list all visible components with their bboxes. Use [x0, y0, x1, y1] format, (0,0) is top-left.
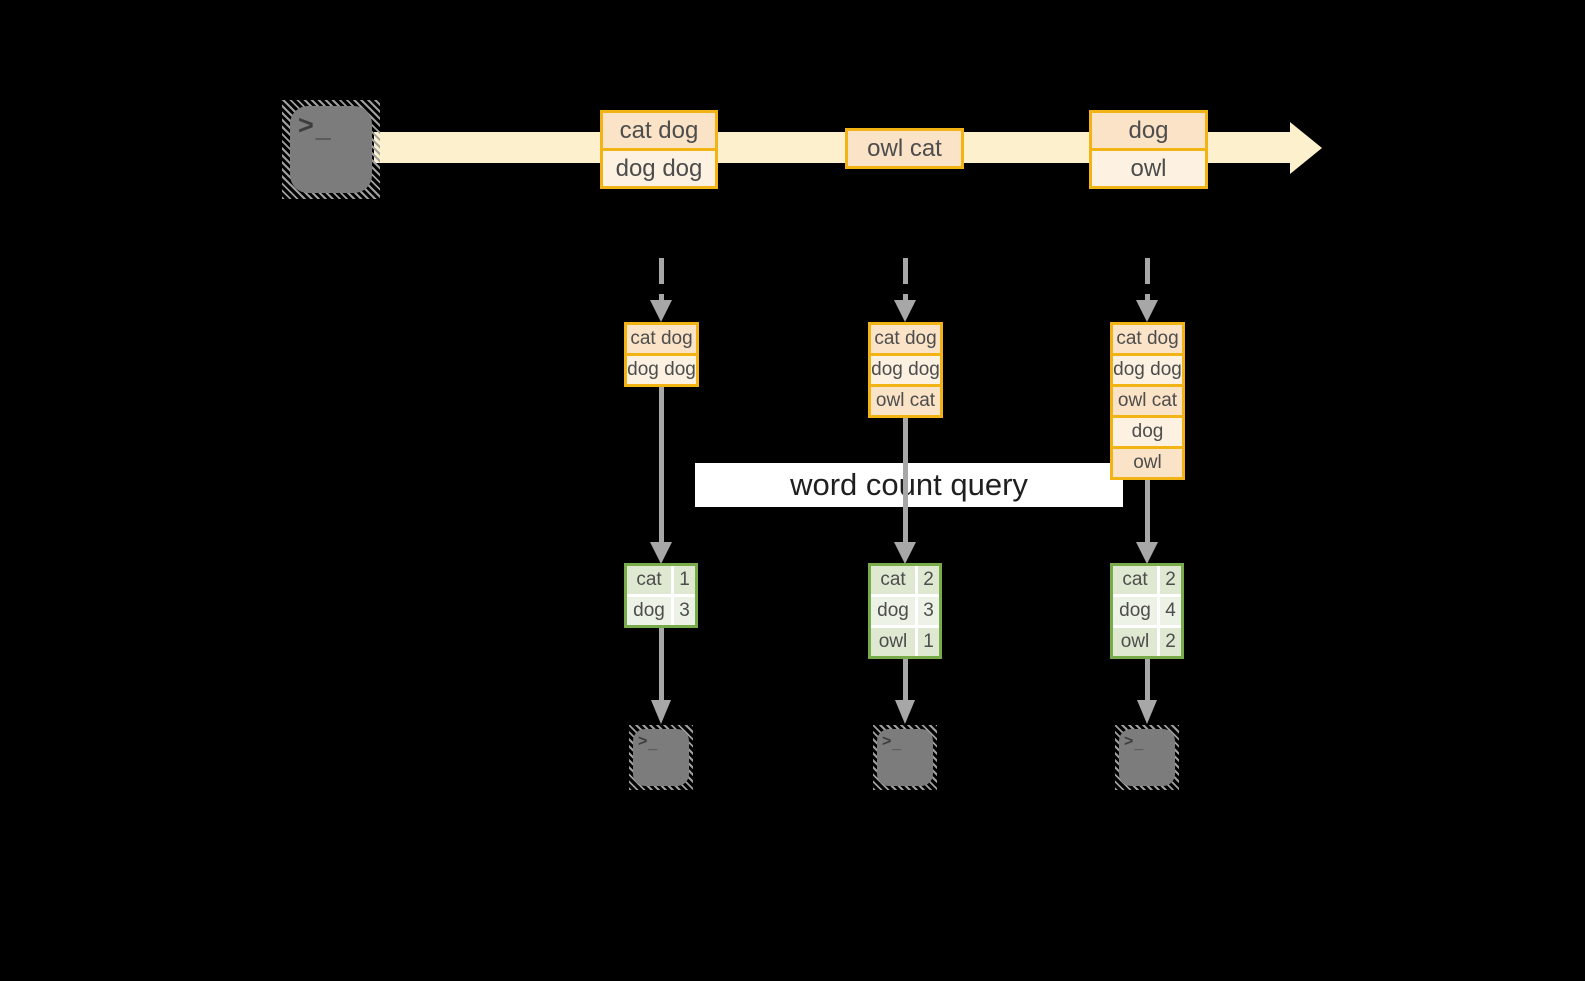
buffer-row: cat dog [1113, 325, 1182, 353]
prompt-char: > [882, 733, 893, 750]
output-arrow-line [659, 628, 664, 700]
query-arrowhead-icon [650, 542, 672, 564]
buffer-row: cat dog [871, 325, 940, 353]
buffer-row: owl [1113, 449, 1182, 477]
record-buffer: cat dog dog dog owl cat dog owl [1110, 322, 1185, 480]
buffer-row: owl cat [871, 387, 940, 415]
query-arrowhead-icon [1136, 542, 1158, 564]
terminal-prompt-icon: >_ [638, 733, 659, 752]
terminal-icon: >_ [873, 725, 937, 790]
buffer-row: dog [1113, 418, 1182, 446]
prompt-char: > [298, 110, 316, 140]
count-cell: 1 [918, 628, 939, 656]
output-arrow-line [903, 659, 908, 700]
stream-arrowhead-icon [1290, 122, 1322, 174]
word-cell: cat [627, 566, 671, 594]
word-cell: owl [871, 628, 915, 656]
count-cell: 2 [1160, 566, 1181, 594]
stream-record-row: dog dog [603, 151, 715, 186]
word-cell: dog [1113, 597, 1157, 625]
query-label: word count query [695, 463, 1123, 507]
word-cell: owl [1113, 628, 1157, 656]
word-cell: cat [871, 566, 915, 594]
word-count-table: cat 2 dog 3 owl 1 [868, 563, 942, 659]
ingest-arrowhead-icon [1136, 300, 1158, 322]
terminal-icon: >_ [1115, 725, 1179, 790]
word-count-table: cat 1 dog 3 [624, 563, 698, 628]
buffer-row: dog dog [627, 356, 696, 384]
ingest-arrow-line [903, 258, 908, 302]
output-arrowhead-icon [1137, 700, 1157, 724]
ingest-arrowhead-icon [650, 300, 672, 322]
cursor-char: _ [1134, 735, 1145, 752]
ingest-arrow-line [1145, 258, 1150, 302]
terminal-screen [290, 106, 372, 193]
cursor-char: _ [315, 112, 333, 142]
stream-record: cat dog dog dog [600, 110, 718, 189]
count-cell: 4 [1160, 597, 1181, 625]
count-cell: 1 [674, 566, 695, 594]
terminal-prompt-icon: >_ [1124, 733, 1145, 752]
output-arrow-line [1145, 659, 1150, 700]
terminal-screen [1119, 729, 1175, 786]
terminal-screen [877, 729, 933, 786]
terminal-icon: >_ [629, 725, 693, 790]
buffer-row: dog dog [871, 356, 940, 384]
cursor-char: _ [648, 735, 659, 752]
query-arrowhead-icon [894, 542, 916, 564]
cursor-char: _ [892, 735, 903, 752]
word-cell: cat [1113, 566, 1157, 594]
word-cell: dog [627, 597, 671, 625]
stream-record-row: cat dog [603, 113, 715, 148]
prompt-char: > [1124, 733, 1135, 750]
ingest-arrowhead-icon [894, 300, 916, 322]
query-arrow-line [903, 418, 908, 542]
terminal-screen [633, 729, 689, 786]
stream-record-row: owl [1092, 151, 1205, 186]
word-cell: dog [871, 597, 915, 625]
stream-record-row: owl cat [848, 131, 961, 166]
count-cell: 2 [918, 566, 939, 594]
stream-record-row: dog [1092, 113, 1205, 148]
query-arrow-line [659, 387, 664, 542]
terminal-prompt-icon: >_ [298, 110, 333, 142]
word-count-table: cat 2 dog 4 owl 2 [1110, 563, 1184, 659]
count-cell: 2 [1160, 628, 1181, 656]
output-arrowhead-icon [895, 700, 915, 724]
ingest-arrow-line [659, 258, 664, 302]
buffer-row: cat dog [627, 325, 696, 353]
record-buffer: cat dog dog dog owl cat [868, 322, 943, 418]
terminal-prompt-icon: >_ [882, 733, 903, 752]
output-arrowhead-icon [651, 700, 671, 724]
query-arrow-line [1145, 480, 1150, 542]
stream-record: owl cat [845, 128, 964, 169]
record-buffer: cat dog dog dog [624, 322, 699, 387]
prompt-char: > [638, 733, 649, 750]
buffer-row: dog dog [1113, 356, 1182, 384]
stream-record: dog owl [1089, 110, 1208, 189]
count-cell: 3 [918, 597, 939, 625]
count-cell: 3 [674, 597, 695, 625]
terminal-icon: >_ [282, 100, 380, 199]
buffer-row: owl cat [1113, 387, 1182, 415]
